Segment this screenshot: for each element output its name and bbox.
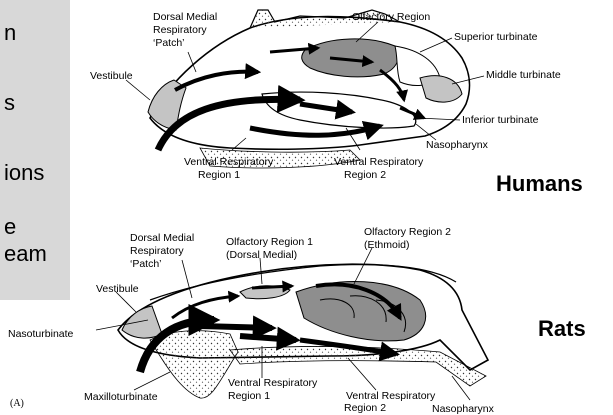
rat-nasal-diagram: Dorsal Medial Respiratory ‘Patch’ Olfact…: [8, 226, 586, 415]
rat-label-olfactory-2a: Olfactory Region 2: [364, 226, 451, 238]
rat-maxilloturbinate: [150, 331, 238, 399]
rat-label-vestibule: Vestibule: [96, 283, 139, 295]
rat-label-dorsal-medial-1: Dorsal Medial: [130, 232, 194, 244]
human-label-dorsal-medial-3: ‘Patch’: [153, 37, 185, 49]
rat-flow-arrow-mid: [200, 326, 272, 328]
rat-label-olfactory-2b: (Ethmoid): [364, 239, 410, 251]
rat-flow-arrow-ventral1: [240, 336, 296, 340]
rat-label-ventral-1a: Ventral Respiratory: [228, 377, 318, 389]
human-label-superior-turbinate: Superior turbinate: [454, 31, 538, 43]
panel-tag: (A): [10, 398, 24, 409]
human-label-vestibule: Vestibule: [90, 70, 133, 82]
rat-label-dorsal-medial-2: Respiratory: [130, 245, 184, 257]
rats-title: Rats: [538, 316, 586, 341]
rat-label-ventral-2b: Region 2: [344, 402, 386, 414]
human-nasal-diagram: Dorsal Medial Respiratory ‘Patch’ Olfact…: [90, 10, 583, 196]
human-label-nasopharynx: Nasopharynx: [426, 139, 489, 151]
human-label-dorsal-medial-2: Respiratory: [153, 24, 207, 36]
human-label-olfactory: Olfactory Region: [352, 11, 430, 23]
human-label-inferior-turbinate: Inferior turbinate: [462, 114, 539, 126]
human-label-middle-turbinate: Middle turbinate: [486, 69, 561, 81]
human-label-ventral-1b: Region 1: [198, 169, 240, 181]
rat-label-nasoturbinate: Nasoturbinate: [8, 328, 74, 340]
rat-label-ventral-2a: Ventral Respiratory: [346, 390, 436, 402]
rat-label-olfactory-1a: Olfactory Region 1: [226, 236, 313, 248]
human-label-ventral-1a: Ventral Respiratory: [184, 156, 274, 168]
rat-label-ventral-1b: Region 1: [228, 390, 270, 402]
human-label-ventral-2a: Ventral Respiratory: [334, 156, 424, 168]
rat-label-nasopharynx: Nasopharynx: [432, 403, 495, 415]
rat-label-dorsal-medial-3: ‘Patch’: [130, 258, 162, 270]
human-label-ventral-2b: Region 2: [344, 169, 386, 181]
human-label-dorsal-medial-1: Dorsal Medial: [153, 11, 217, 23]
rat-label-olfactory-1b: (Dorsal Medial): [226, 249, 297, 261]
humans-title: Humans: [496, 171, 583, 196]
rat-flow-arrow-olf1: [252, 286, 292, 288]
rat-label-maxilloturbinate: Maxilloturbinate: [84, 391, 158, 403]
